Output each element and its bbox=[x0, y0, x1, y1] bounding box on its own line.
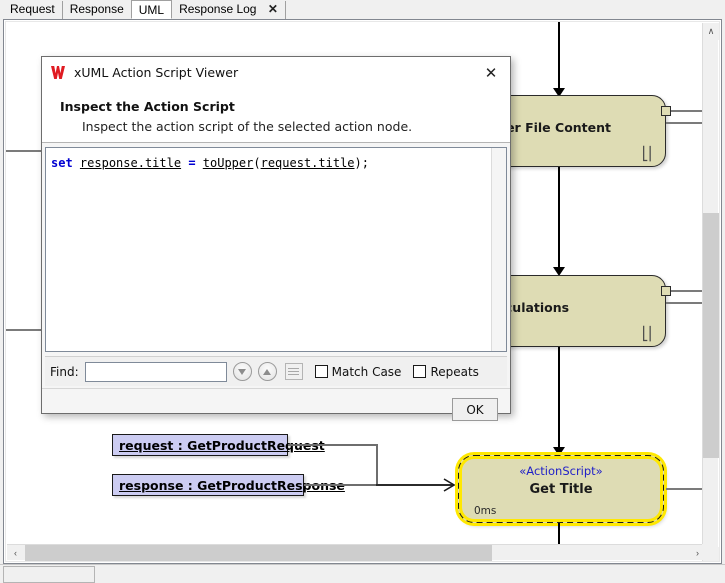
horizontal-scroll-thumb[interactable] bbox=[25, 545, 492, 561]
vertical-scroll-thumb[interactable] bbox=[703, 213, 719, 458]
object-node-request-label: request : GetProductRequest bbox=[119, 437, 325, 453]
object-node-response-label: response : GetProductResponse bbox=[119, 477, 345, 493]
code-function-name: toUpper bbox=[202, 156, 254, 170]
dialog-close-icon[interactable]: ✕ bbox=[484, 64, 498, 82]
find-next-down-icon[interactable] bbox=[232, 362, 252, 381]
tab-uml[interactable]: UML bbox=[130, 0, 173, 19]
status-strip-segment bbox=[3, 566, 95, 583]
dialog-header: xUML Action Script Viewer ✕ Inspect the … bbox=[42, 57, 510, 143]
code-target-identifier: response.title bbox=[79, 156, 182, 170]
object-flow-request-v bbox=[376, 444, 378, 486]
dialog-subtext: Inspect the action script of the selecte… bbox=[82, 119, 413, 134]
port-connector-line-e bbox=[666, 488, 706, 490]
node-port-calculations[interactable] bbox=[661, 286, 671, 296]
match-case-label: Match Case bbox=[331, 364, 402, 379]
tab-response-label: Response bbox=[69, 2, 124, 16]
flow-arrowhead-mid bbox=[553, 267, 565, 276]
flow-edge-mid bbox=[558, 167, 560, 267]
repeats-checkbox-box[interactable] bbox=[413, 365, 427, 378]
tab-response[interactable]: Response bbox=[61, 1, 132, 19]
code-operator: = bbox=[188, 156, 196, 170]
pin-icon: ⎣⎢ bbox=[642, 147, 655, 162]
port-connector-line-a bbox=[671, 110, 706, 112]
repeats-label: Repeats bbox=[430, 364, 479, 379]
ok-button[interactable]: OK bbox=[452, 398, 498, 421]
object-flow-arrowhead bbox=[443, 478, 455, 492]
node-port-filter[interactable] bbox=[661, 106, 671, 116]
repeats-checkbox[interactable]: Repeats bbox=[413, 365, 479, 379]
activity-node-get-title-stereotype: «ActionScript» bbox=[519, 464, 603, 478]
editor-vertical-scrollbar[interactable] bbox=[491, 148, 506, 351]
match-case-checkbox[interactable]: Match Case bbox=[314, 364, 402, 379]
action-script-editor[interactable]: set response.title = toUpper(request.tit… bbox=[45, 147, 507, 352]
tab-request-label: Request bbox=[10, 2, 55, 16]
activity-node-filter-file-content-label: Filter File Content bbox=[483, 120, 612, 135]
scroll-left-icon[interactable]: ‹ bbox=[14, 547, 17, 558]
xuml-logo-icon bbox=[51, 65, 65, 79]
object-node-request[interactable]: request : GetProductRequest bbox=[112, 434, 325, 456]
port-connector-line-d bbox=[666, 302, 706, 304]
tab-response-log[interactable]: Response Log ✕ bbox=[171, 1, 286, 19]
code-argument-identifier: request.title bbox=[260, 156, 355, 170]
find-all-list-icon[interactable] bbox=[284, 363, 303, 380]
find-input[interactable] bbox=[84, 361, 227, 382]
triangle-down-glyph bbox=[238, 368, 247, 375]
port-connector-line-c bbox=[671, 290, 706, 292]
scroll-up-icon[interactable]: ∧ bbox=[703, 23, 719, 40]
pin-icon: ⎣⎢ bbox=[642, 327, 655, 342]
flow-edge-bottom bbox=[558, 523, 560, 548]
scrollbar-corner bbox=[702, 544, 718, 560]
tab-request[interactable]: Request bbox=[3, 1, 63, 19]
find-previous-up-icon[interactable] bbox=[257, 362, 277, 381]
object-flow-request-h bbox=[288, 444, 378, 446]
activity-node-get-title-label: Get Title bbox=[529, 482, 593, 497]
match-case-checkbox-box[interactable] bbox=[314, 365, 328, 378]
dialog-footer: OK bbox=[42, 388, 510, 421]
triangle-up-glyph bbox=[263, 368, 272, 375]
dialog-title-row: xUML Action Script Viewer bbox=[42, 57, 510, 87]
flow-arrowhead-top bbox=[553, 88, 565, 97]
port-connector-line-b bbox=[666, 122, 706, 124]
scroll-right-icon[interactable]: › bbox=[696, 547, 699, 558]
object-node-response[interactable]: response : GetProductResponse bbox=[112, 474, 345, 496]
find-label: Find: bbox=[50, 364, 79, 379]
activity-node-get-title-duration: 0ms bbox=[474, 505, 497, 517]
diagram-horizontal-scrollbar[interactable]: ‹ › bbox=[7, 544, 706, 561]
flow-edge-top bbox=[558, 22, 560, 88]
flow-edge-lower bbox=[558, 347, 560, 447]
code-open-paren: ( bbox=[253, 156, 261, 170]
action-script-code: set response.title = toUpper(request.tit… bbox=[46, 148, 506, 171]
tab-response-log-label: Response Log bbox=[179, 2, 257, 16]
dialog-heading: Inspect the Action Script bbox=[60, 99, 235, 114]
code-close-paren: ); bbox=[354, 156, 369, 170]
object-flow-join bbox=[376, 484, 454, 486]
code-keyword-set: set bbox=[51, 156, 73, 170]
tab-bar: Request Response UML Response Log ✕ bbox=[0, 0, 725, 19]
tab-uml-label: UML bbox=[138, 3, 165, 17]
status-strip bbox=[0, 564, 725, 583]
object-flow-response-h bbox=[304, 484, 378, 486]
find-bar: Find: Match Case Repeats bbox=[45, 356, 507, 386]
close-icon[interactable]: ✕ bbox=[267, 2, 278, 16]
flow-arrowhead-lower bbox=[553, 447, 565, 456]
diagram-vertical-scrollbar[interactable]: ∧ ∨ bbox=[702, 23, 719, 561]
dialog-title: xUML Action Script Viewer bbox=[74, 64, 239, 80]
action-script-viewer-dialog: xUML Action Script Viewer ✕ Inspect the … bbox=[41, 56, 511, 421]
activity-node-get-title[interactable]: «ActionScript» Get Title 0ms bbox=[458, 455, 664, 523]
